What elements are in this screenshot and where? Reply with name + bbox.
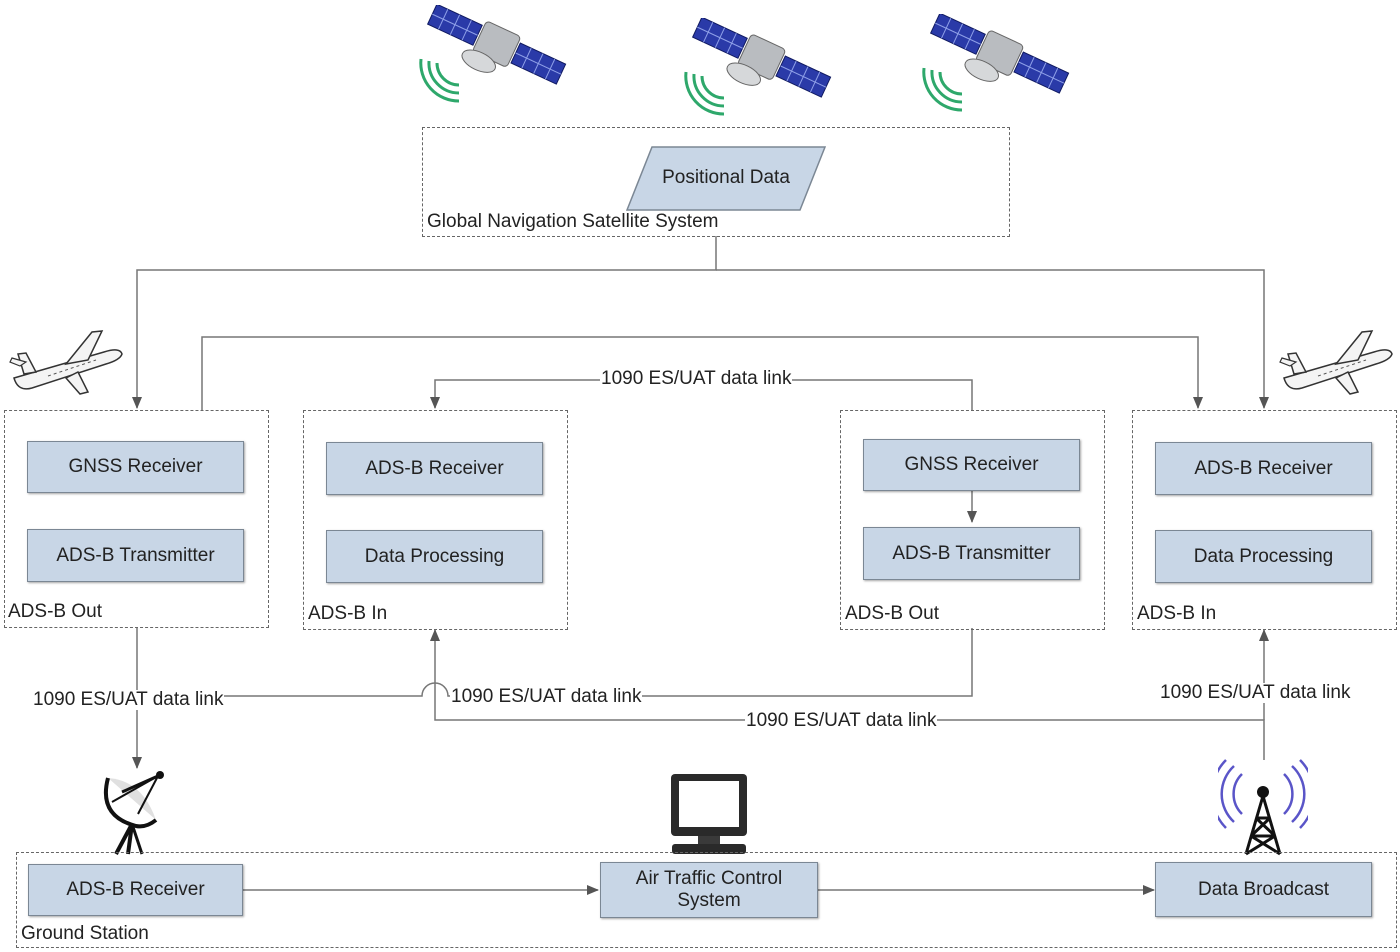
- satellite-icon: [922, 14, 1070, 112]
- right-out-to-left-in-bottom-line: [137, 628, 973, 697]
- radio-tower-icon: [1218, 759, 1308, 856]
- data-broadcast-block: Data Broadcast: [1155, 862, 1372, 917]
- right-ads-b-in-caption: ADS-B In: [1137, 603, 1217, 624]
- gnss-to-left-out-line: [132, 236, 717, 409]
- ground-station-caption: Ground Station: [21, 923, 149, 944]
- left-ads-b-out-box: [4, 410, 269, 628]
- airplane-icon: [9, 330, 123, 395]
- satellite-icon: [419, 5, 567, 103]
- right-gnss-receiver-block: GNSS Receiver: [863, 439, 1080, 491]
- airplane-icon: [1279, 330, 1393, 395]
- left-data-processing-block: Data Processing: [326, 530, 543, 583]
- gnss-to-right-in-line: [716, 269, 1269, 409]
- right-data-processing-block: Data Processing: [1155, 530, 1372, 583]
- data-link-label-top: 1090 ES/UAT data link: [600, 368, 793, 389]
- gnss-title: Global Navigation Satellite System: [427, 211, 719, 232]
- atc-system-block: Air Traffic Control System: [600, 862, 818, 918]
- satellite-dish-icon: [103, 771, 164, 855]
- satellite-icon: [684, 18, 832, 116]
- left-out-to-right-in-line: [201, 336, 1203, 410]
- right-ads-b-out-box: [840, 410, 1105, 630]
- data-link-label-left: 1090 ES/UAT data link: [32, 689, 225, 710]
- right-ads-b-out-caption: ADS-B Out: [845, 603, 939, 624]
- left-ads-b-in-caption: ADS-B In: [308, 603, 388, 624]
- atc-label-line1: Air Traffic Control: [635, 868, 783, 889]
- left-gnss-receiver-block: GNSS Receiver: [27, 441, 244, 493]
- atc-label-line2: System: [677, 890, 741, 911]
- positional-data-shape: [626, 146, 826, 211]
- data-link-label-right: 1090 ES/UAT data link: [1159, 682, 1352, 703]
- ground-ads-b-receiver-block: ADS-B Receiver: [28, 864, 243, 916]
- right-ads-b-receiver-block: ADS-B Receiver: [1155, 442, 1372, 495]
- right-ads-b-in-box: [1132, 410, 1397, 630]
- left-ads-b-receiver-block: ADS-B Receiver: [326, 442, 543, 495]
- left-ads-b-in-box: [303, 410, 568, 630]
- gnss-box: [422, 127, 1010, 237]
- data-link-label-middle: 1090 ES/UAT data link: [450, 686, 643, 707]
- right-ads-b-transmitter-block: ADS-B Transmitter: [863, 527, 1080, 580]
- left-ads-b-out-caption: ADS-B Out: [8, 601, 102, 622]
- computer-monitor-icon: [671, 774, 747, 854]
- ground-station-box: [16, 852, 1397, 948]
- left-ads-b-transmitter-block: ADS-B Transmitter: [27, 529, 244, 582]
- data-link-label-bottom: 1090 ES/UAT data link: [745, 710, 938, 731]
- positional-data-label: Positional Data: [662, 167, 790, 188]
